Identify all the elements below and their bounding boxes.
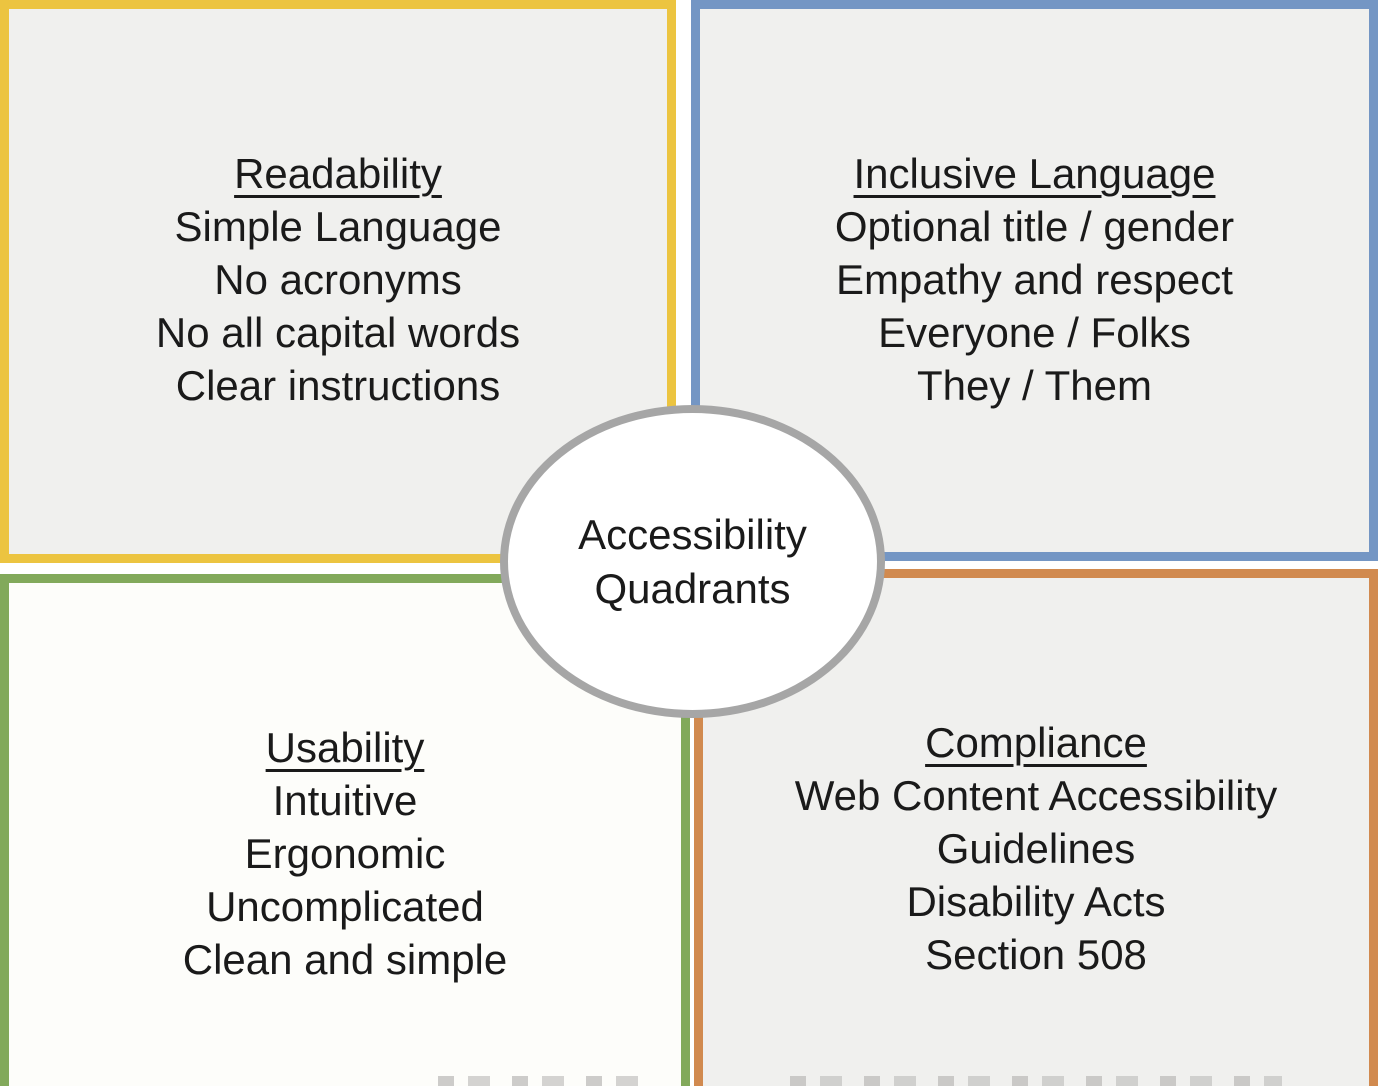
quadrant-compliance-heading: Compliance [925, 719, 1147, 766]
quadrant-usability-text-block: Usability Intuitive Ergonomic Uncomplica… [183, 721, 508, 986]
cutoff-caption-artifact [790, 1076, 1282, 1086]
quadrant-readability: Readability Simple Language No acronyms … [0, 0, 676, 563]
quadrant-compliance-text-block: Compliance Web Content Accessibility Gui… [726, 716, 1346, 981]
quadrant-usability-item: Clean and simple [182, 936, 508, 983]
center-circle-label-line1: Accessibility [578, 510, 807, 558]
quadrant-compliance-item: Disability Acts [906, 878, 1166, 925]
quadrant-inclusive-language-item: Optional title / gender [834, 203, 1235, 250]
quadrant-readability-text-block: Readability Simple Language No acronyms … [156, 147, 520, 412]
cutoff-caption-artifact [438, 1076, 656, 1086]
quadrant-usability-item: Intuitive [272, 777, 418, 824]
quadrant-usability-item: Ergonomic [244, 830, 446, 877]
quadrant-inclusive-language-heading: Inclusive Language [853, 150, 1216, 197]
center-circle: Accessibility Quadrants [500, 405, 885, 718]
quadrant-usability-heading: Usability [265, 724, 425, 771]
quadrant-inclusive-language-item: Everyone / Folks [878, 309, 1191, 356]
quadrant-readability-item: Clear instructions [175, 362, 501, 409]
center-circle-label-line2: Quadrants [594, 564, 791, 612]
quadrant-inclusive-language-item: Empathy and respect [836, 256, 1233, 303]
quadrant-compliance-item: Web Content Accessibility Guidelines [794, 772, 1278, 872]
quadrant-readability-item: No acronyms [214, 256, 462, 303]
quadrant-readability-item: Simple Language [174, 203, 502, 250]
quadrant-inclusive-language-item: They / Them [917, 362, 1152, 409]
quadrant-inclusive-language-text-block: Inclusive Language Optional title / gend… [835, 147, 1234, 412]
quadrant-readability-heading: Readability [234, 150, 442, 197]
quadrant-compliance: Compliance Web Content Accessibility Gui… [694, 569, 1378, 1086]
quadrant-usability-item: Uncomplicated [206, 883, 484, 930]
quadrant-compliance-item: Section 508 [925, 931, 1147, 978]
quadrant-readability-item: No all capital words [155, 309, 521, 356]
